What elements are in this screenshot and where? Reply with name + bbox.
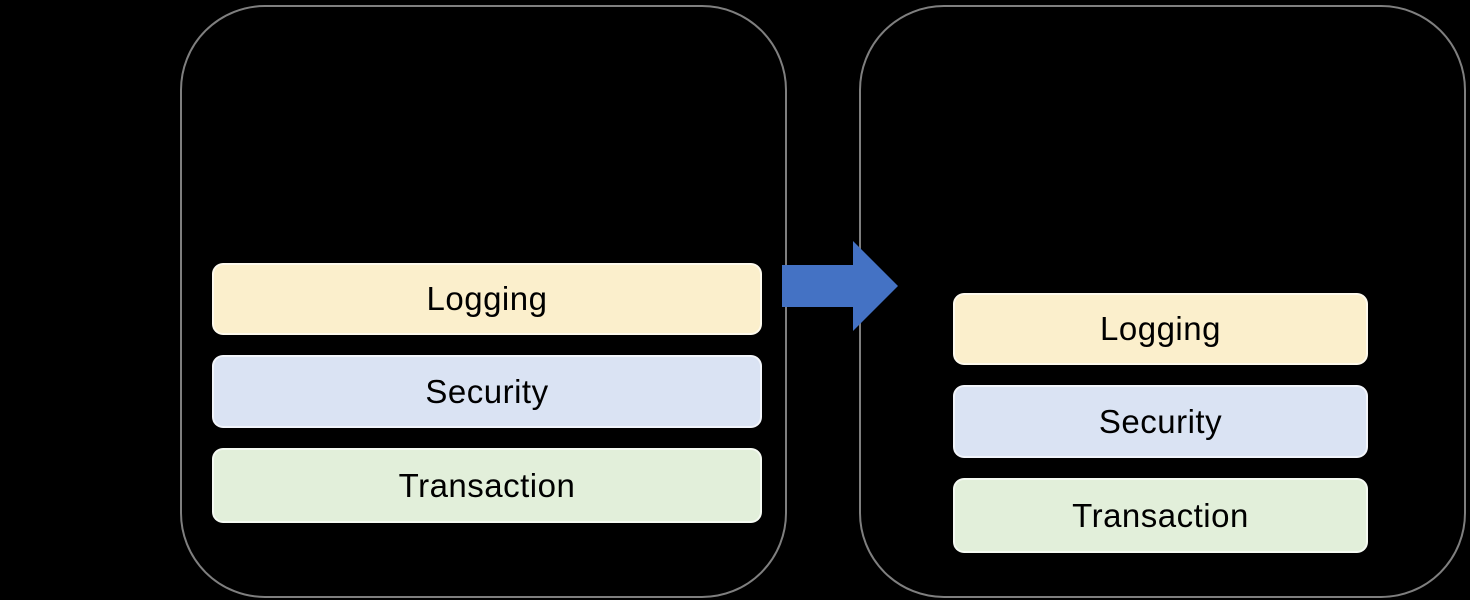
right-logging-box: Logging xyxy=(953,293,1368,365)
right-logging-label: Logging xyxy=(1100,310,1221,347)
right-security-box: Security xyxy=(953,385,1368,458)
right-block-arrow-icon xyxy=(782,241,898,331)
right-security-label: Security xyxy=(1098,402,1223,440)
left-transaction-label: Transaction xyxy=(398,466,576,504)
right-transaction-box: Transaction xyxy=(953,478,1368,553)
left-security-box: Security xyxy=(212,355,762,428)
transform-arrow xyxy=(782,241,898,331)
left-security-label: Security xyxy=(425,372,549,410)
left-logging-box: Logging xyxy=(212,263,762,335)
left-logging-label: Logging xyxy=(426,280,548,317)
left-transaction-box: Transaction xyxy=(212,448,762,523)
right-transaction-label: Transaction xyxy=(1072,496,1249,534)
